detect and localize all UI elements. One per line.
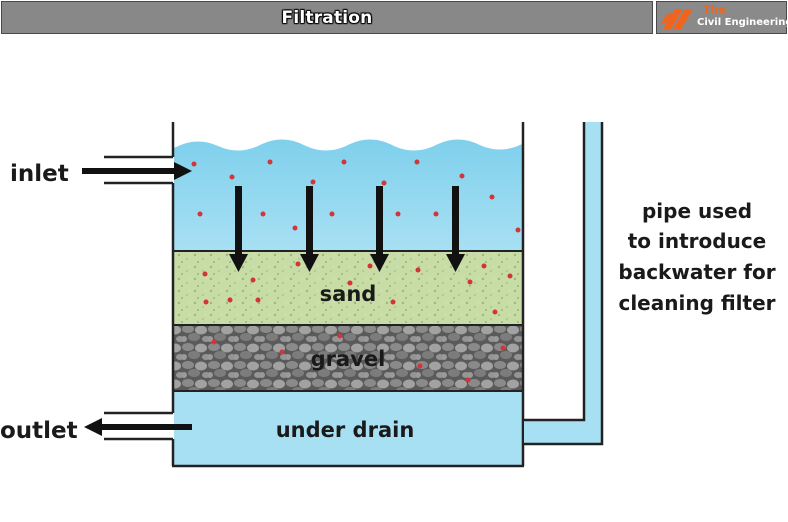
outlet-label: outlet — [0, 418, 78, 444]
inlet-label: inlet — [10, 161, 69, 187]
brand-logo-box: The Civil Engineering — [656, 1, 788, 34]
outlet-pipe — [84, 411, 192, 441]
backwash-pipe — [524, 122, 604, 446]
gravel-layer — [174, 325, 522, 391]
page-title: Filtration — [281, 7, 373, 28]
underdrain-label: under drain — [276, 418, 415, 442]
gravel-label: gravel — [311, 347, 386, 371]
water-layer — [174, 139, 522, 251]
sand-label: sand — [320, 282, 377, 306]
pipe-label-line: pipe used — [642, 199, 752, 223]
pipe-label-line: backwater for — [618, 260, 775, 284]
flow-arrows — [229, 186, 465, 272]
brand-the: The — [703, 3, 726, 16]
flow-arrow — [300, 186, 319, 272]
header: Filtration The Civil Engineering — [0, 0, 788, 36]
flow-arrow — [229, 186, 248, 272]
sand-layer — [174, 251, 522, 325]
title-bar: Filtration — [1, 1, 653, 34]
impurity-particles — [191, 159, 521, 383]
brand-stripes-icon — [661, 9, 693, 29]
flow-arrow — [370, 186, 389, 272]
pipe-description: pipe used to introduce backwater for cle… — [618, 199, 775, 315]
tank-walls — [171, 122, 525, 468]
brand-name: Civil Engineering — [697, 17, 788, 28]
pipe-label-line: to introduce — [628, 229, 767, 253]
pipe-label-line: cleaning filter — [618, 291, 775, 315]
flow-arrow — [446, 186, 465, 272]
inlet-pipe — [82, 155, 192, 185]
underdrain-layer — [174, 391, 522, 465]
